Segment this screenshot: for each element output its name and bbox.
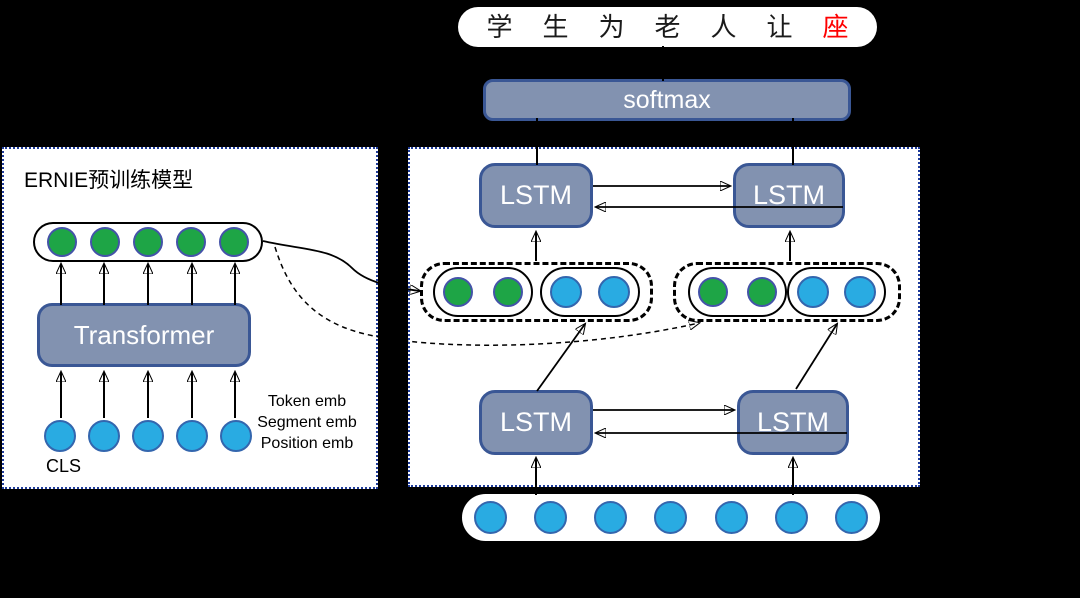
- sentence-char: 座: [822, 12, 849, 42]
- ernie-feature-circle: [747, 277, 777, 307]
- ernie-output-unit-circle: [133, 227, 163, 257]
- token-feature-circle: [550, 276, 582, 308]
- token-emb-label: Token emb: [267, 393, 347, 410]
- ernie-panel-title: ERNIE预训练模型: [24, 169, 194, 192]
- ernie-feature-circle: [698, 277, 728, 307]
- sentence-char: 老: [654, 12, 681, 42]
- input-token-circle: [474, 501, 507, 534]
- ernie-output-pill: [33, 222, 263, 262]
- sentence-char: 学: [486, 12, 513, 42]
- sentence-char: 让: [766, 12, 793, 42]
- softmax-box: softmax: [483, 79, 851, 121]
- input-token-circle: [834, 501, 868, 534]
- ernie-feature-circle: [493, 277, 523, 307]
- lstm-box-top-right: LSTM: [733, 163, 845, 228]
- token-feature-pill: [787, 267, 886, 317]
- ernie-input-token-circle: [220, 419, 252, 452]
- embedding-labels: Token emb Segment emb Position emb: [248, 391, 366, 454]
- ernie-output-unit-circle: [176, 227, 206, 257]
- lstm-label: LSTM: [756, 407, 829, 437]
- ernie-feature-pill: [433, 267, 533, 317]
- ernie-input-token-circle: [176, 419, 208, 452]
- ernie-output-unit-circle: [90, 227, 120, 257]
- input-sequence-pill: [462, 494, 880, 541]
- softmax-label: softmax: [623, 85, 711, 114]
- sentence-char: 为: [598, 12, 625, 42]
- output-sentence-pill: 学生为老人让座: [458, 7, 877, 47]
- feature-group-2: [673, 262, 901, 322]
- input-token-circle: [714, 501, 748, 534]
- transformer-label: Transformer: [73, 319, 215, 350]
- ernie-input-token-circle: [88, 419, 120, 452]
- lstm-label: LSTM: [752, 180, 825, 210]
- cls-label: CLS: [46, 456, 82, 476]
- input-token-circle: [774, 501, 808, 534]
- ernie-input-token-circle: [132, 419, 164, 452]
- input-token-circle: [654, 501, 688, 534]
- sentence-char: 人: [710, 12, 737, 42]
- segment-emb-label: Segment emb: [257, 414, 357, 431]
- input-token-circle: [594, 501, 628, 534]
- token-feature-circle: [797, 276, 829, 308]
- lstm-box-bottom-left: LSTM: [479, 390, 593, 455]
- lstm-label: LSTM: [499, 407, 572, 437]
- ernie-output-unit-circle: [219, 227, 249, 257]
- token-feature-circle: [598, 276, 630, 308]
- feature-group-1: [420, 262, 653, 322]
- transformer-box: Transformer: [37, 303, 251, 367]
- ernie-feature-pill: [688, 267, 787, 317]
- lstm-box-top-left: LSTM: [479, 163, 593, 228]
- token-feature-pill: [540, 267, 640, 317]
- ernie-output-unit-circle: [47, 227, 77, 257]
- ernie-input-token-row: [33, 419, 263, 452]
- token-feature-circle: [844, 276, 876, 308]
- lstm-label: LSTM: [499, 180, 572, 210]
- ernie-feature-circle: [443, 277, 473, 307]
- lstm-box-bottom-right: LSTM: [737, 390, 849, 455]
- ernie-input-token-circle: [44, 419, 76, 452]
- sentence-char: 生: [542, 12, 569, 42]
- input-token-circle: [534, 501, 568, 534]
- position-emb-label: Position emb: [260, 435, 354, 452]
